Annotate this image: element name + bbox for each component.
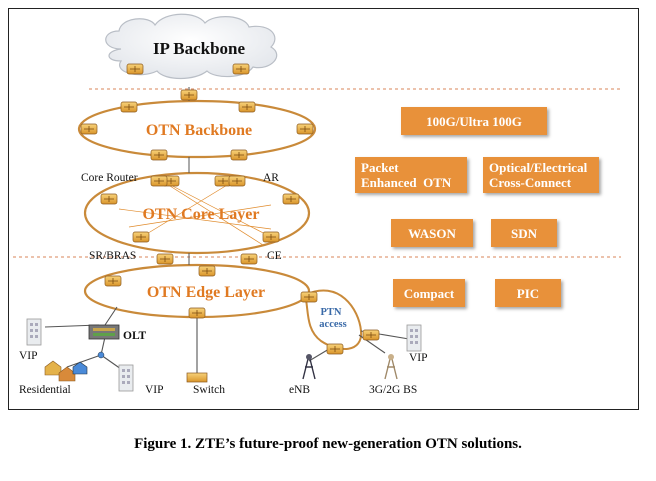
residential-houses-icon	[44, 360, 88, 382]
otn-node-icon	[296, 123, 314, 135]
feature-sdn-box: SDN	[491, 219, 557, 247]
enb-label: eNB	[289, 384, 310, 396]
ip-backbone-cloud	[105, 13, 278, 80]
otn-node-icon	[300, 291, 318, 303]
otn-node-icon	[80, 123, 98, 135]
feature-pic-box: PIC	[495, 279, 561, 307]
otn-node-icon	[100, 193, 118, 205]
feature-cross-connect-box: Optical/Electrical Cross-Connect	[483, 157, 599, 193]
sr-bras-label: SR/BRAS	[89, 250, 136, 262]
otn-node-icon	[150, 175, 168, 187]
feature-pic-label: PIC	[516, 285, 540, 301]
feature-packet-otn-box: Packet Enhanced OTN	[355, 157, 467, 193]
vip-building-right-icon	[406, 324, 422, 352]
otn-node-icon	[282, 193, 300, 205]
ce-label: CE	[267, 250, 282, 262]
figure-caption: Figure 1. ZTE’s future-proof new-generat…	[134, 436, 522, 452]
otn-node-icon	[188, 307, 206, 319]
otn-node-icon	[214, 175, 232, 187]
network-nodes	[80, 63, 380, 355]
otn-node-icon	[228, 175, 246, 187]
switch-label: Switch	[193, 384, 225, 396]
feature-compact-box: Compact	[393, 279, 465, 307]
otn-node-icon	[362, 329, 380, 341]
otn-core-label: OTN Core Layer	[142, 206, 259, 223]
otn-node-icon	[104, 275, 122, 287]
switch-device-icon	[186, 372, 208, 383]
feature-100g-label: 100G/Ultra 100G	[426, 113, 522, 129]
otn-backbone-ring	[77, 99, 317, 159]
feature-100g-box: 100G/Ultra 100G	[401, 107, 547, 135]
core-router-label: Core Router	[81, 172, 138, 184]
otn-node-icon	[198, 265, 216, 277]
ar-label: AR	[263, 172, 279, 184]
residential-label: Residential	[19, 384, 71, 396]
network-diagram: IP Backbone OTN Backbone OTN Core Layer …	[13, 13, 621, 396]
otn-node-icon	[262, 231, 280, 243]
otn-node-icon	[156, 253, 174, 265]
vip-right-label: VIP	[409, 352, 428, 364]
ptn-access-loop	[303, 289, 363, 351]
feature-wason-box: WASON	[391, 219, 473, 247]
olt-device-icon	[88, 324, 120, 340]
vip-left-label: VIP	[19, 350, 38, 362]
otn-backbone-label: OTN Backbone	[146, 122, 252, 139]
otn-edge-label: OTN Edge Layer	[147, 284, 265, 301]
figure-frame: IP Backbone OTN Backbone OTN Core Layer …	[8, 8, 639, 410]
ptn-label-line2: access	[319, 319, 346, 330]
otn-node-icon	[150, 149, 168, 161]
vip-building-left-icon	[26, 318, 42, 346]
otn-node-icon	[132, 231, 150, 243]
feature-packet-otn-line2: Enhanced OTN	[361, 175, 452, 190]
bs-tower-icon	[384, 354, 398, 380]
olt-label: OLT	[123, 330, 147, 342]
otn-core-ring	[83, 171, 311, 255]
bs-label: 3G/2G BS	[369, 384, 417, 396]
otn-node-icon	[180, 89, 198, 101]
otn-node-icon	[126, 63, 144, 75]
ptn-label-line1: PTN	[321, 307, 342, 318]
otn-node-icon	[326, 343, 344, 355]
feature-wason-label: WASON	[408, 225, 456, 241]
vip-building-bottom-icon	[118, 364, 134, 392]
otn-node-icon	[238, 101, 256, 113]
otn-node-icon	[232, 63, 250, 75]
otn-node-icon	[240, 253, 258, 265]
feature-cross-connect-line1: Optical/Electrical	[489, 160, 588, 175]
otn-node-icon	[230, 149, 248, 161]
feature-packet-otn-line1: Packet	[361, 160, 399, 175]
splitter-icon	[97, 351, 105, 359]
core-mesh-lines	[118, 178, 272, 246]
vip-bottom-label: VIP	[145, 384, 164, 396]
otn-node-icon	[120, 101, 138, 113]
feature-cross-connect-line2: Cross-Connect	[489, 175, 572, 190]
enb-tower-icon	[302, 354, 316, 380]
feature-sdn-label: SDN	[510, 225, 537, 241]
ip-backbone-label: IP Backbone	[153, 39, 246, 58]
feature-compact-label: Compact	[403, 285, 455, 301]
